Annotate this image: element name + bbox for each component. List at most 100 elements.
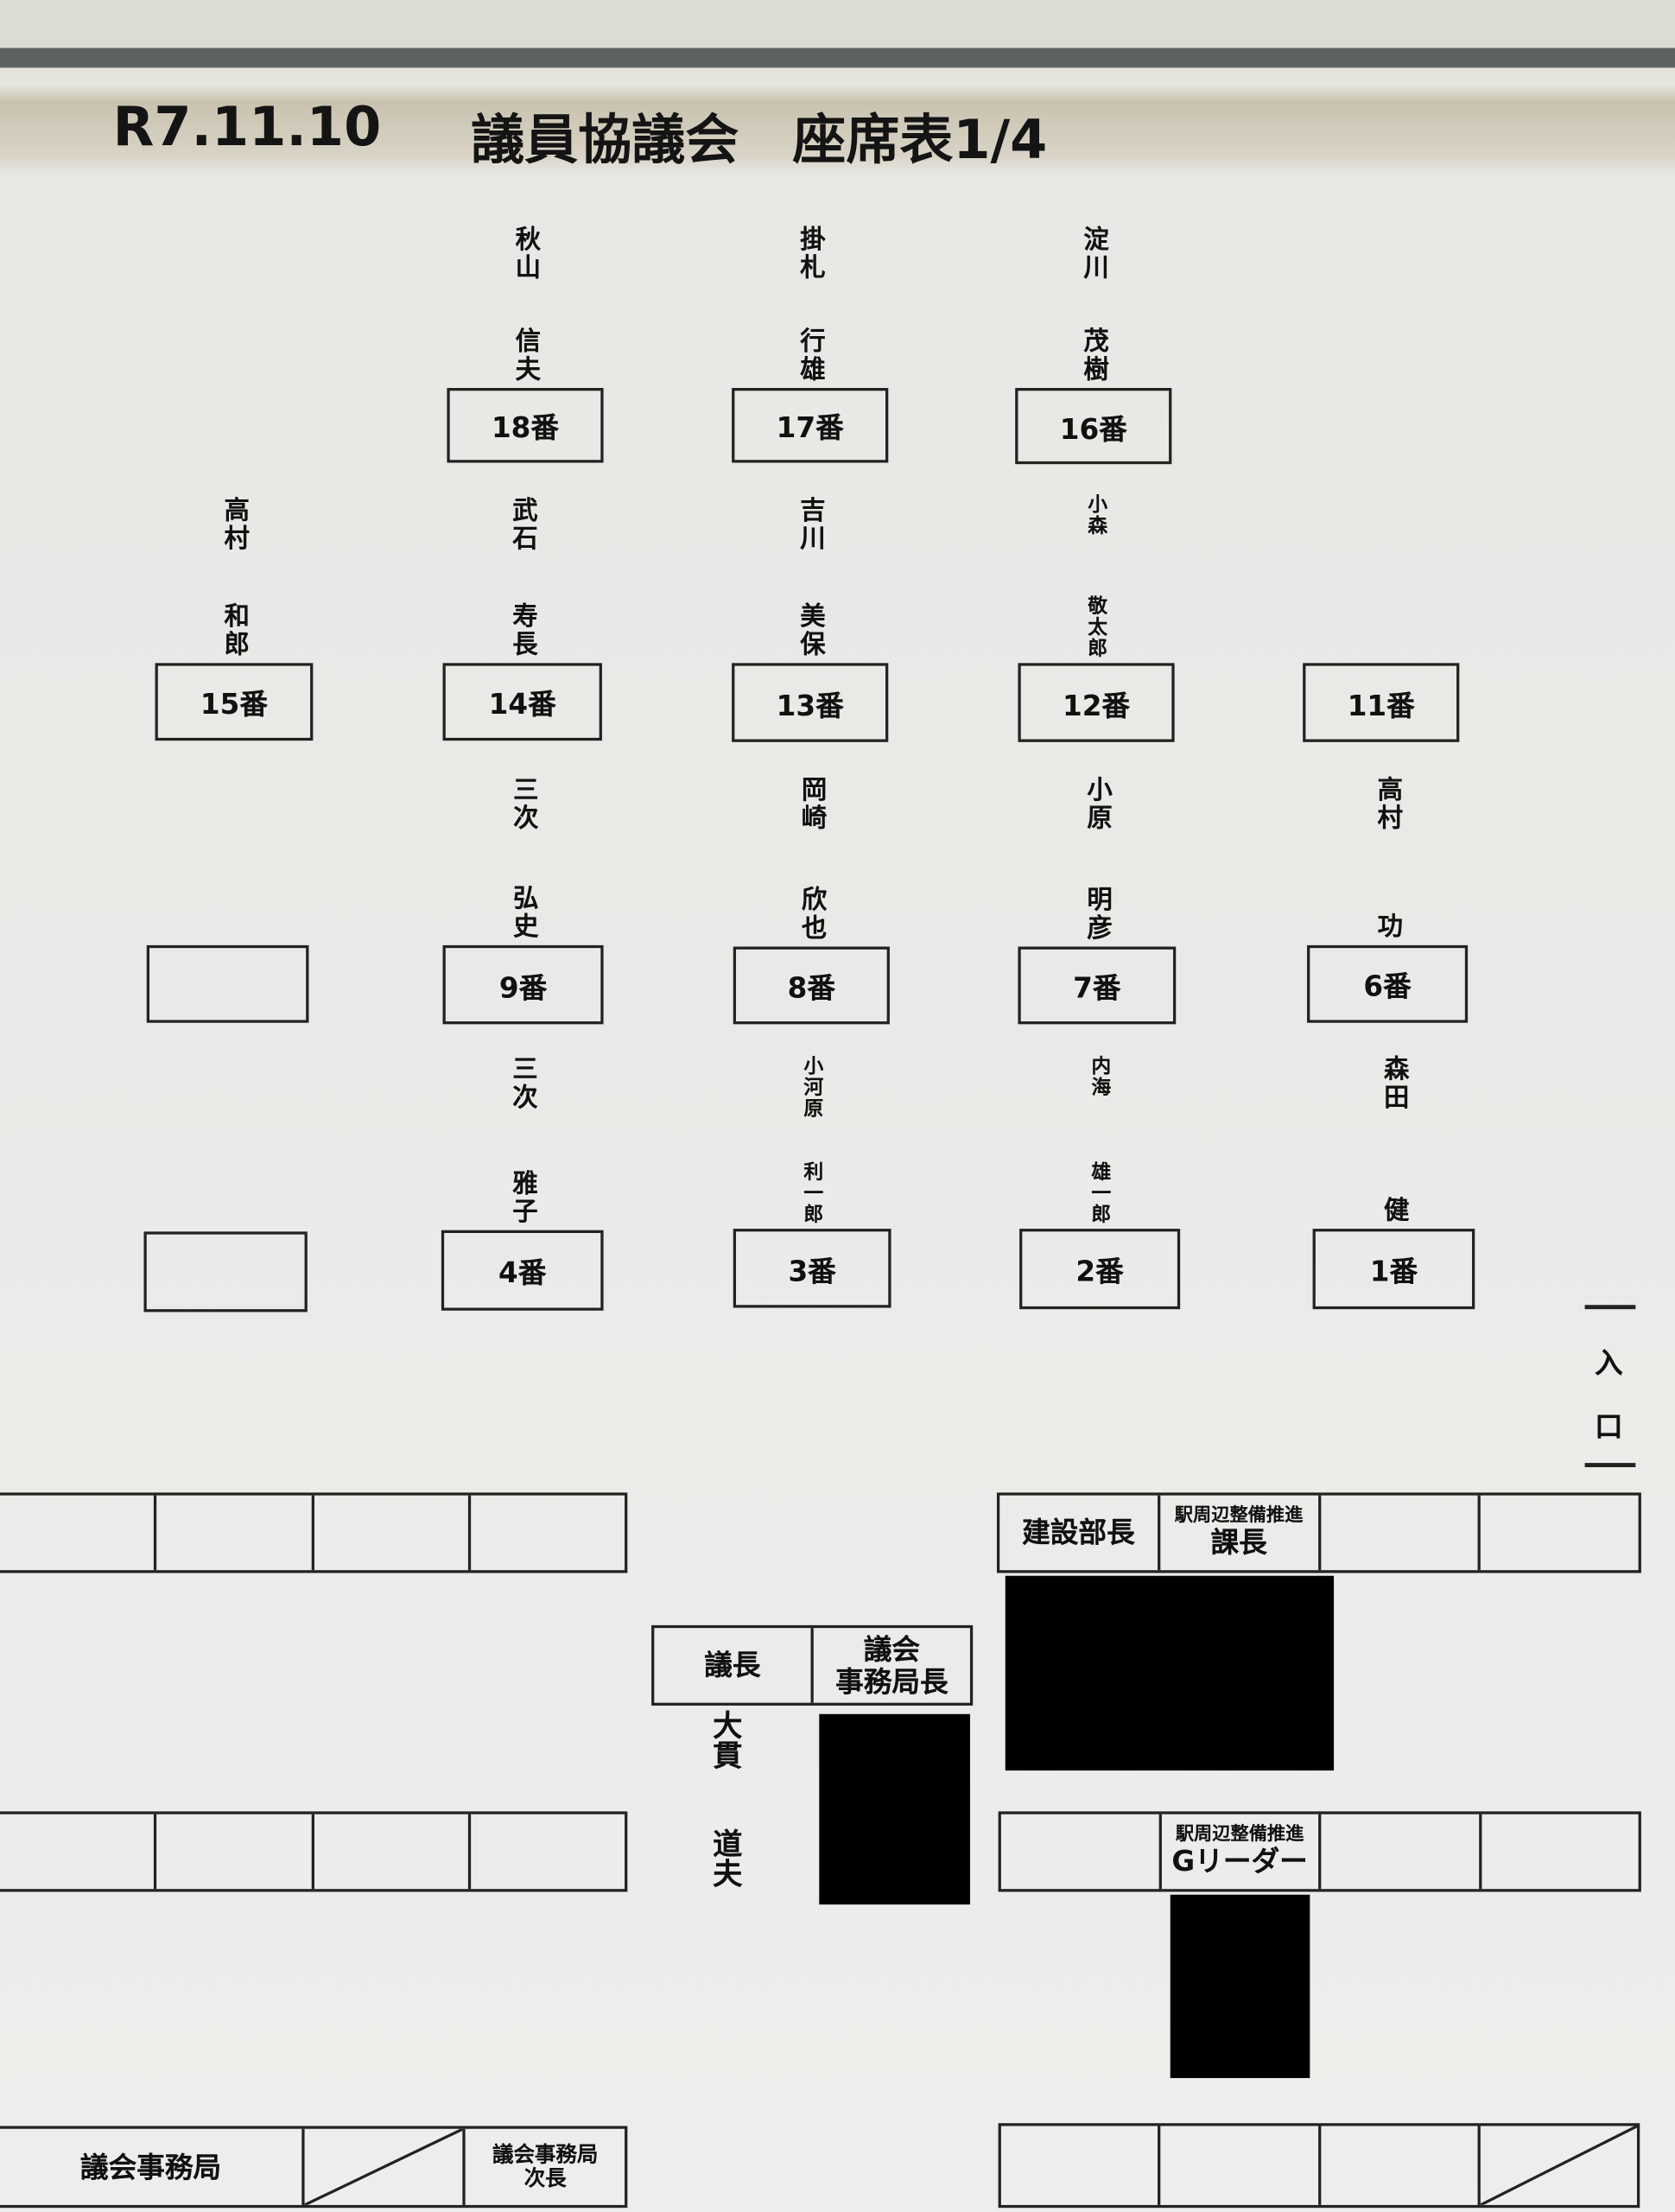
entrance-line-bottom — [1584, 1463, 1636, 1468]
deputy-secretariat-seat: 議会事務局次長 — [466, 2129, 625, 2205]
seat-box: 13番 — [732, 663, 889, 742]
seat-box: 3番 — [733, 1229, 891, 1308]
chair-label: 議長 — [704, 1647, 761, 1682]
secretariat-seat: 議会事務局 — [0, 2128, 305, 2205]
seat-box: 6番 — [1307, 944, 1469, 1023]
seat-box: 14番 — [442, 663, 602, 741]
seat-number: 1番 — [1369, 1254, 1418, 1288]
secretariat-head-label-2: 事務局長 — [835, 1663, 949, 1698]
member-given-name: 欣也 — [797, 886, 828, 943]
member-surname: 吉川 — [796, 496, 826, 554]
member-name: 淀川茂樹 — [1072, 226, 1114, 384]
member-given-name: 美保 — [796, 602, 826, 659]
member-surname: 岡崎 — [797, 775, 828, 833]
table-cell — [1001, 2126, 1161, 2205]
unused-seat — [1480, 2126, 1637, 2204]
redaction-block — [1170, 1894, 1310, 2078]
member-given-name: 雄一郎 — [1088, 1160, 1112, 1225]
left-table-2 — [0, 1811, 628, 1892]
seat-number: 7番 — [1073, 970, 1121, 1005]
member-given-name: 明彦 — [1082, 886, 1113, 943]
table-cell — [1001, 1814, 1162, 1890]
seat-number: 9番 — [498, 969, 548, 1004]
member-surname: 高村 — [1373, 775, 1404, 833]
seat-box: 4番 — [441, 1230, 604, 1311]
member-name: 三次雅子 — [501, 1055, 543, 1226]
member-name: 掛札行雄 — [789, 226, 831, 384]
table-cell — [1321, 1814, 1481, 1890]
chair-seat: 議長 — [654, 1628, 814, 1703]
redaction-block — [1005, 1575, 1335, 1771]
construction-director-label: 建設部長 — [1022, 1515, 1135, 1549]
member-given-name: 行雄 — [796, 327, 826, 385]
member-given-name: 雅子 — [508, 1169, 538, 1226]
member-name: 小森敬太郎 — [1075, 493, 1118, 658]
header-date: R7.11.10 — [112, 96, 382, 158]
seat-box — [143, 1231, 308, 1313]
seat-box: 2番 — [1019, 1229, 1181, 1310]
bottom-right-table — [998, 2123, 1640, 2209]
member-surname: 武石 — [508, 496, 538, 554]
member-surname: 秋山 — [511, 226, 541, 283]
member-given-name: 功 — [1373, 912, 1404, 942]
seat-box: 11番 — [1303, 663, 1460, 742]
right-table-1: 建設部長 駅周辺整備推進課長 — [996, 1492, 1641, 1573]
table-cell — [471, 1815, 625, 1890]
chair-name: 大貫 道夫 — [709, 1710, 743, 1888]
seat-number: 8番 — [787, 970, 836, 1005]
chair-table: 議長 議会事務局長 — [651, 1624, 974, 1706]
seat-box: 8番 — [733, 946, 890, 1025]
redaction-block — [819, 1713, 970, 1905]
seat-number: 11番 — [1347, 687, 1415, 722]
member-given-name: 利一郎 — [801, 1160, 824, 1225]
unused-seat — [304, 2128, 466, 2205]
member-name: 高村功 — [1367, 776, 1409, 941]
member-given-name: 寿長 — [508, 602, 538, 659]
section-chief-seat: 駅周辺整備推進課長 — [1160, 1495, 1321, 1571]
member-surname: 内海 — [1088, 1055, 1112, 1098]
member-surname: 三次 — [509, 775, 539, 833]
seat-box: 18番 — [447, 387, 604, 463]
member-given-name: 弘史 — [509, 884, 539, 942]
section-chief-dept: 駅周辺整備推進 — [1174, 1504, 1304, 1526]
member-surname: 小森 — [1084, 493, 1108, 537]
binder-edge — [0, 48, 1675, 68]
secretariat-label: 議会事務局 — [79, 2149, 222, 2183]
table-cell — [0, 1495, 157, 1571]
member-name: 森田健 — [1373, 1055, 1415, 1224]
table-cell — [1321, 1495, 1481, 1571]
seat-box: 9番 — [442, 944, 604, 1025]
member-given-name: 信夫 — [511, 327, 541, 385]
table-cell — [1161, 2126, 1321, 2205]
secretariat-head-label-1: 議会 — [863, 1631, 921, 1666]
member-surname: 掛札 — [796, 226, 826, 283]
member-name: 小河原利一郎 — [791, 1055, 834, 1224]
member-surname: 小河原 — [801, 1055, 824, 1119]
table-cell — [314, 1495, 471, 1571]
seat-number: 15番 — [200, 687, 268, 721]
seat-number: 14番 — [488, 687, 556, 721]
member-surname: 森田 — [1380, 1055, 1410, 1112]
group-leader-label: Gリーダー — [1171, 1844, 1308, 1878]
left-table-1 — [0, 1492, 628, 1573]
seat-number: 16番 — [1059, 410, 1127, 446]
member-name: 吉川美保 — [789, 497, 831, 659]
entrance-line-top — [1584, 1305, 1636, 1310]
member-given-name: 和郎 — [219, 602, 250, 659]
seat-number: 3番 — [788, 1253, 836, 1287]
secretariat-head-seat: 議会事務局長 — [814, 1628, 970, 1703]
seat-number: 17番 — [776, 410, 844, 445]
member-given-name: 茂樹 — [1079, 327, 1109, 385]
table-cell — [1481, 1496, 1638, 1571]
seat-number: 13番 — [776, 687, 844, 722]
member-surname: 高村 — [219, 496, 250, 554]
seat-number: 12番 — [1062, 687, 1131, 722]
deputy-secretariat-label-2: 次長 — [523, 2165, 567, 2191]
member-name: 小原明彦 — [1075, 776, 1118, 943]
member-name: 秋山信夫 — [504, 226, 547, 384]
header-title: 議員協議会 座席表1/4 — [471, 108, 1048, 171]
member-name: 武石寿長 — [501, 497, 543, 659]
